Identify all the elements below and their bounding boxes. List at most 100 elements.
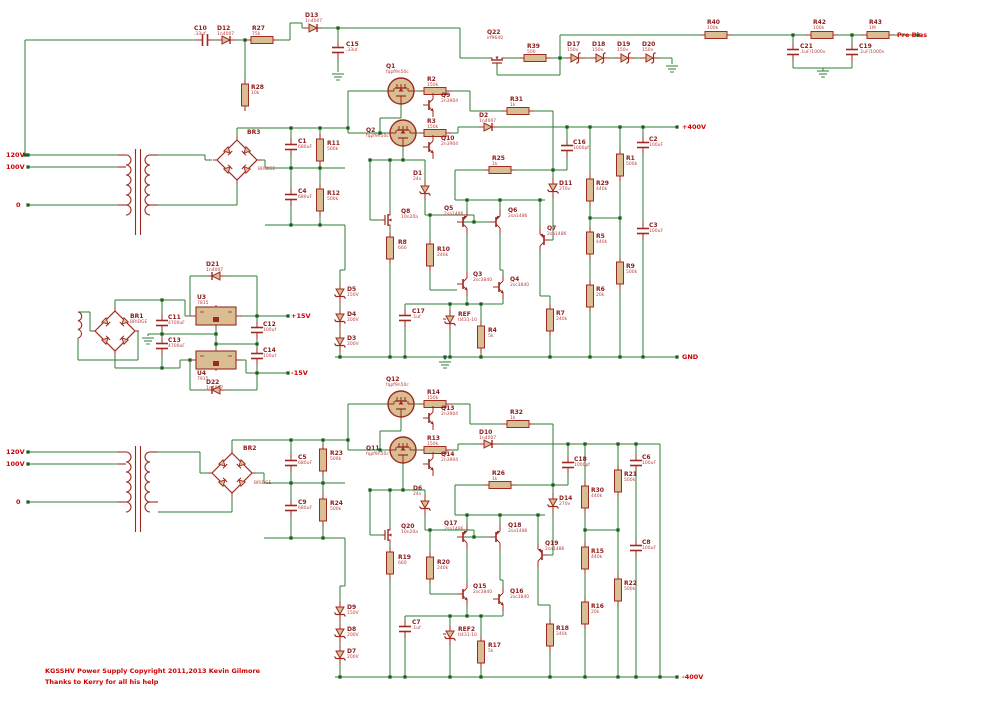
net-label--15v: -15V [291,369,308,377]
r10-symbol [426,238,434,272]
c7-symbol [398,619,412,639]
d19-symbol [614,51,636,65]
r42-symbol [805,31,839,39]
r12-symbol [316,183,324,217]
r30-symbol [581,480,589,514]
r5-symbol [586,226,594,260]
r22-symbol [614,573,622,607]
q10-symbol [422,134,435,160]
d6-symbol [418,494,432,516]
component-label-br3: BR3 [247,129,261,136]
r20-symbol [426,551,434,585]
net-label-+15v: +15V [291,312,311,320]
d14-symbol [546,492,560,514]
component-label-c17: C17.1uf [412,308,425,320]
component-label-c15: C15.33uf [346,41,359,53]
component-value-br2: BRIDGE [254,481,272,486]
coil-symbol [77,311,83,339]
q15-symbol [456,581,469,607]
ref-symbol [443,310,456,330]
c6-symbol [629,453,643,473]
ground-icon [141,337,155,345]
d11-symbol [546,177,560,199]
net-label-0: 0 [16,498,21,506]
junction-dots [23,26,920,679]
wire-layer [24,22,918,678]
q12-symbol [387,390,415,418]
component-label-c21: C21.1uF/1000v [800,43,826,55]
br3-symbol [212,135,262,185]
c19-symbol [845,42,859,62]
q13-symbol [422,405,435,431]
component-label-c7: C7.1uf [412,619,421,631]
d17-symbol [564,51,586,65]
r24-symbol [319,493,327,527]
r27-symbol [245,36,279,44]
ground-icon [816,70,830,78]
xfmr-symbol [117,445,159,533]
q1-symbol [387,77,415,105]
r15-symbol [581,541,589,575]
r8-symbol [386,231,394,265]
q8-symbol [381,211,393,229]
d4-symbol [333,307,347,329]
q2-symbol [389,119,417,147]
br2-symbol [207,448,257,498]
net-label-+400v: +400V [682,123,707,131]
thanks-line: Thanks to Kerry for all his help [45,678,159,686]
d3-symbol [333,331,347,353]
r21-symbol [614,464,622,498]
